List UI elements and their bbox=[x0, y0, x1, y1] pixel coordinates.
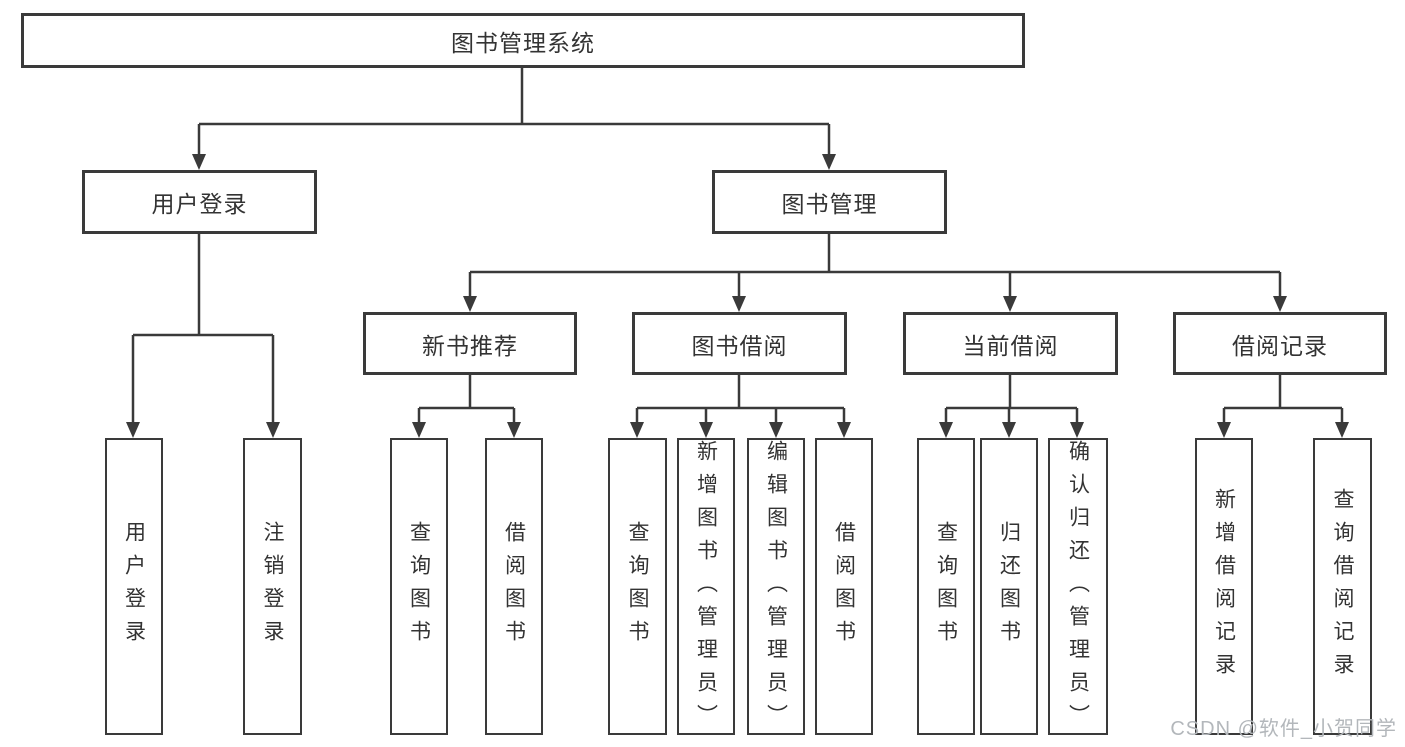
leaf-user-login-label: 用户登录 bbox=[122, 520, 146, 653]
connector-book-borrow bbox=[635, 375, 846, 424]
leaf-add-borrow-record-label: 新增借阅记录 bbox=[1212, 487, 1236, 686]
leaf-borrow-book-label: 借阅图书 bbox=[832, 520, 856, 653]
node-root-label: 图书管理系统 bbox=[451, 29, 595, 56]
arrow-down-icon bbox=[1070, 422, 1084, 438]
node-book-management: 图书管理 bbox=[712, 170, 947, 234]
node-book-borrow-label: 图书借阅 bbox=[691, 332, 788, 359]
leaf-borrow-book-recommend: 借阅图书 bbox=[485, 438, 543, 735]
leaf-confirm-return-admin: 确认归还（管理员） bbox=[1048, 438, 1108, 737]
connector-current-borrow bbox=[944, 375, 1079, 424]
connector-borrow-record bbox=[1222, 375, 1344, 424]
leaf-add-book-admin-label: 新增图书（管理员） bbox=[694, 440, 718, 737]
node-book-management-label: 图书管理 bbox=[781, 191, 878, 217]
arrow-down-icon bbox=[1335, 422, 1349, 438]
leaf-query-book-current-label: 查询图书 bbox=[934, 520, 958, 653]
leaf-return-book: 归还图书 bbox=[980, 438, 1038, 735]
leaf-add-borrow-record: 新增借阅记录 bbox=[1195, 438, 1253, 735]
node-user-login-label: 用户登录 bbox=[151, 191, 248, 217]
arrow-down-icon bbox=[1273, 296, 1287, 312]
node-user-login: 用户登录 bbox=[82, 170, 317, 234]
arrow-down-icon bbox=[699, 422, 713, 438]
leaf-user-login: 用户登录 bbox=[105, 438, 163, 735]
arrow-down-icon bbox=[1003, 296, 1017, 312]
leaf-query-book-current: 查询图书 bbox=[917, 438, 975, 735]
arrow-down-icon bbox=[822, 154, 836, 170]
arrow-down-icon bbox=[630, 422, 644, 438]
arrow-down-icon bbox=[192, 154, 206, 170]
arrow-down-icon bbox=[507, 422, 521, 438]
leaf-query-book-borrow: 查询图书 bbox=[608, 438, 667, 735]
arrow-down-icon bbox=[837, 422, 851, 438]
arrow-down-icon bbox=[939, 422, 953, 438]
node-new-book-recommend-label: 新书推荐 bbox=[422, 332, 518, 359]
leaf-query-book-recommend-label: 查询图书 bbox=[407, 520, 431, 653]
leaf-query-book-recommend: 查询图书 bbox=[390, 438, 448, 735]
leaf-edit-book-admin: 编辑图书（管理员） bbox=[747, 438, 805, 737]
leaf-borrow-book: 借阅图书 bbox=[815, 438, 873, 735]
arrow-down-icon bbox=[126, 422, 140, 438]
arrow-down-icon bbox=[1002, 422, 1016, 438]
arrow-down-icon bbox=[412, 422, 426, 438]
arrow-down-icon bbox=[266, 422, 280, 438]
arrow-down-icon bbox=[463, 296, 477, 312]
leaf-query-borrow-record: 查询借阅记录 bbox=[1313, 438, 1372, 735]
node-new-book-recommend: 新书推荐 bbox=[363, 312, 577, 375]
leaf-edit-book-admin-label: 编辑图书（管理员） bbox=[764, 440, 788, 737]
node-book-borrow: 图书借阅 bbox=[632, 312, 847, 375]
connector-root bbox=[197, 68, 831, 156]
leaf-query-borrow-record-label: 查询借阅记录 bbox=[1331, 487, 1354, 686]
arrow-down-icon bbox=[769, 422, 783, 438]
leaf-logout-label: 注销登录 bbox=[261, 520, 284, 653]
arrow-down-icon bbox=[732, 296, 746, 312]
leaf-return-book-label: 归还图书 bbox=[997, 520, 1021, 653]
leaf-query-book-borrow-label: 查询图书 bbox=[626, 520, 649, 653]
leaf-add-book-admin: 新增图书（管理员） bbox=[677, 438, 735, 737]
node-root: 图书管理系统 bbox=[21, 13, 1025, 68]
connector-book-management bbox=[468, 234, 1282, 298]
leaf-confirm-return-admin-label: 确认归还（管理员） bbox=[1066, 440, 1090, 737]
node-current-borrow: 当前借阅 bbox=[903, 312, 1118, 375]
arrow-down-icon bbox=[1217, 422, 1231, 438]
node-borrow-record: 借阅记录 bbox=[1173, 312, 1387, 375]
leaf-logout: 注销登录 bbox=[243, 438, 302, 735]
connector-new-book-recommend bbox=[417, 375, 516, 424]
connector-user-login bbox=[131, 234, 275, 424]
node-current-borrow-label: 当前借阅 bbox=[962, 332, 1059, 359]
leaf-borrow-book-recommend-label: 借阅图书 bbox=[502, 520, 526, 653]
node-borrow-record-label: 借阅记录 bbox=[1232, 332, 1328, 359]
arrowheads bbox=[126, 154, 1349, 438]
